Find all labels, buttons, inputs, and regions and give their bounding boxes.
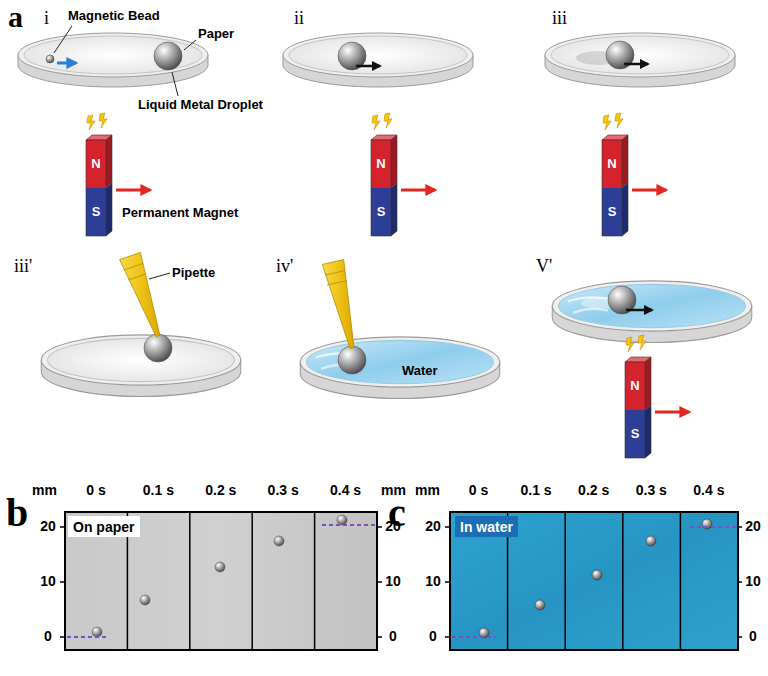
panel-letter: a [8,0,23,35]
part-label: Liquid Metal Droplet [138,98,263,113]
part-label: Water [402,364,438,379]
liquid-metal-droplet [338,346,366,374]
petri-dish [545,33,735,87]
magnetic-bead [46,55,54,63]
subpanel-label: i [44,8,49,29]
tick-label: 0 [421,628,445,644]
axis-unit: mm [415,482,440,498]
time-label: 0.2 s [565,482,622,498]
magnet-pole: S [602,205,622,220]
tick-label: 20 [36,518,60,534]
tick-label: 0 [742,628,764,644]
leader-line [54,26,196,279]
time-label: 0.1 s [508,482,565,498]
panel-tag-text: On paper [73,519,134,535]
water-dish [300,337,500,399]
part-label: Pipette [172,266,215,281]
subpanel-label: V' [536,256,552,277]
panel-letter: b [6,490,28,536]
tick-label: 10 [36,573,60,589]
motion-arrow [624,63,648,66]
panel-letter: c [388,490,406,536]
time-label: 0.2 s [190,482,252,498]
magnet-pole: S [625,427,645,442]
petri-dish [18,33,735,87]
panel-tag: On paper [68,516,140,537]
tick-label: 0 [382,628,404,644]
permanent-magnet [602,113,666,236]
time-label: 0.1 s [127,482,189,498]
time-label: 0 s [65,482,127,498]
time-label: 0.4 s [315,482,377,498]
motion-arrow [356,65,380,68]
tick-label: 10 [421,573,445,589]
pipette [322,260,354,349]
tick-label: 10 [382,573,404,589]
magnet-pole: S [86,205,106,220]
magnet-pole: N [602,157,622,172]
time-label: 0.3 s [252,482,314,498]
subpanel-label: ii [294,8,304,29]
liquid-metal-droplet [154,42,182,70]
magnet-pole: N [625,379,645,394]
panel-tag: In water [455,516,518,537]
motion-arrow [626,309,652,312]
time-label: 0.3 s [623,482,680,498]
tick-label: 10 [742,573,764,589]
tick-label: 20 [742,518,764,534]
part-label: Permanent Magnet [122,206,238,221]
petri-dish [41,335,241,397]
part-label: Magnetic Bead [68,9,160,24]
subpanel-label: iii [552,8,567,29]
tick-label: 20 [421,518,445,534]
water-dish [552,281,752,343]
tick-label: 0 [36,628,60,644]
time-label: 0 s [450,482,507,498]
pipette [120,252,160,336]
permanent-magnet [625,335,689,458]
magnet-pole: N [86,157,106,172]
permanent-magnet [371,113,435,236]
liquid-metal-droplet [144,334,172,362]
time-label: 0.4 s [680,482,737,498]
time-lapse-water [445,512,742,650]
axis-unit: mm [32,482,57,498]
magnet-pole: N [371,157,391,172]
petri-dish [283,33,473,87]
magnet-pole: S [371,205,391,220]
subpanel-label: iv' [276,256,293,277]
panel-tag-text: In water [460,519,513,535]
part-label: Paper [198,27,234,42]
subpanel-label: iii' [14,256,32,277]
time-lapse-paper [60,512,382,650]
petri-dish [18,33,208,87]
motion-arrow [57,62,76,65]
